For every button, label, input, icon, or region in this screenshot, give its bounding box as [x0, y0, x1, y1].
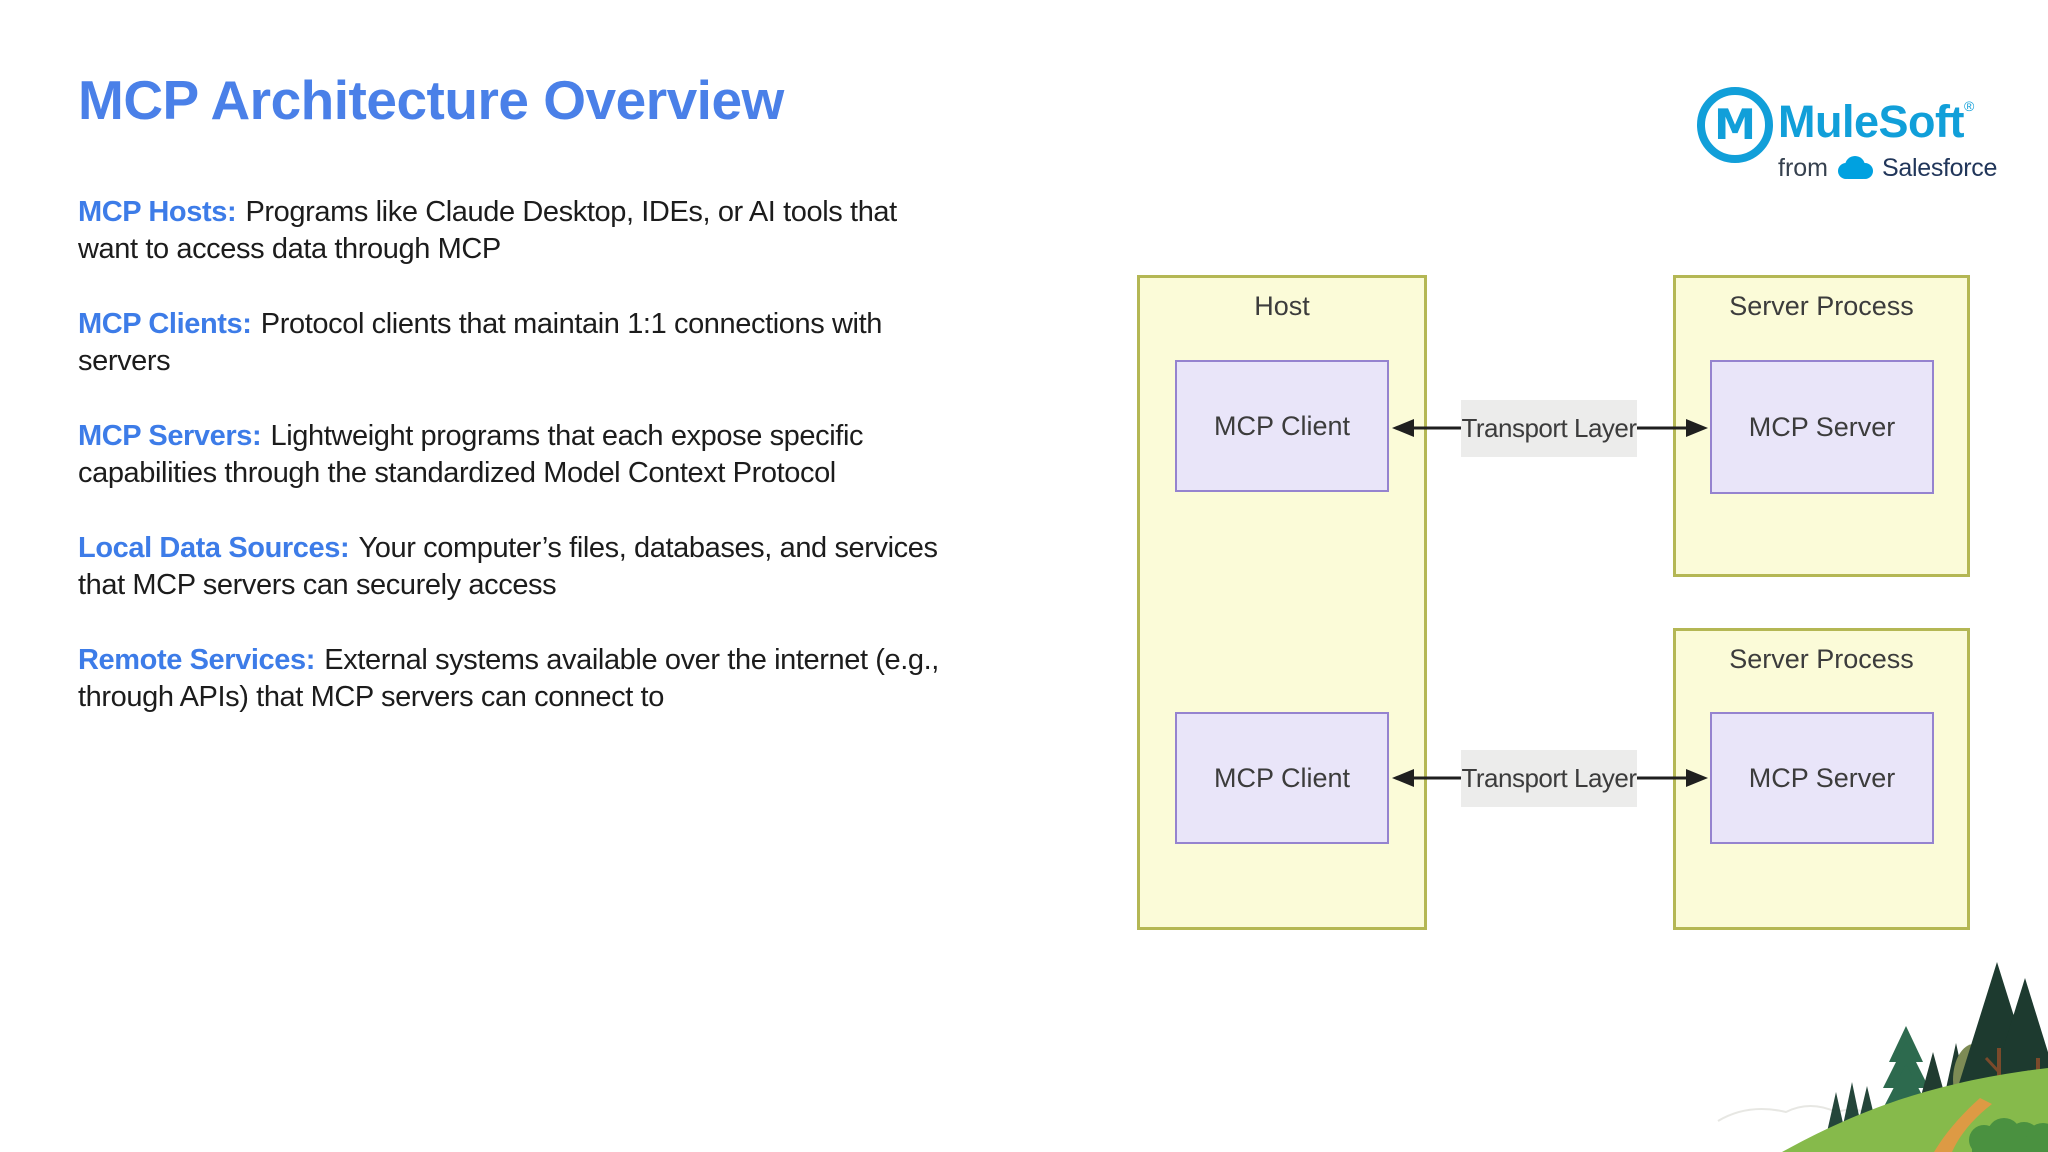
trail-path	[1934, 1098, 1992, 1152]
salesforce-cloud-icon	[1838, 155, 1873, 179]
term-description: Programs like Claude Desktop, IDEs, or A…	[78, 196, 897, 265]
transport-layer-label-2: Transport Layer	[1461, 750, 1637, 807]
mulesoft-monogram-icon: M	[1697, 87, 1773, 163]
bushes	[1969, 1118, 2048, 1152]
term-paragraph-hosts: MCP Hosts:Programs like Claude Desktop, …	[78, 194, 963, 268]
mcp-server-node-2: MCP Server	[1710, 712, 1934, 844]
term-description: Your computer’s files, databases, and se…	[78, 532, 938, 601]
term-label: MCP Servers:	[78, 420, 262, 452]
transport-layer-label-1: Transport Layer	[1461, 400, 1637, 457]
term-paragraph-local-data: Local Data Sources:Your computer’s files…	[78, 530, 963, 604]
brand-name: MuleSoft	[1778, 96, 1964, 147]
mcp-client-node-1: MCP Client	[1175, 360, 1389, 492]
svg-text:M: M	[1714, 100, 1756, 149]
term-description: Protocol clients that maintain 1:1 conne…	[78, 308, 882, 377]
term-description: Lightweight programs that each expose sp…	[78, 420, 864, 489]
mcp-server-node-1: MCP Server	[1710, 360, 1934, 494]
mulesoft-wordmark: MuleSoft®	[1778, 96, 1974, 148]
term-paragraph-remote-services: Remote Services:External systems availab…	[78, 642, 963, 716]
tagline-brand: Salesforce	[1882, 154, 1998, 182]
term-paragraph-clients: MCP Clients:Protocol clients that mainta…	[78, 306, 963, 380]
mcp-client-node-2: MCP Client	[1175, 712, 1389, 844]
host-label: Host	[1254, 291, 1310, 321]
definitions-list: MCP Hosts:Programs like Claude Desktop, …	[78, 194, 963, 754]
forest-illustration	[1717, 962, 2048, 1152]
server-process-label: Server Process	[1729, 291, 1914, 321]
term-label: MCP Clients:	[78, 308, 252, 340]
term-label: Local Data Sources:	[78, 532, 350, 564]
mulesoft-logo: M MuleSoft® from Salesforce	[1696, 82, 2006, 192]
salesforce-tagline: from Salesforce	[1778, 154, 2006, 183]
server-process-label: Server Process	[1729, 644, 1914, 674]
term-paragraph-servers: MCP Servers:Lightweight programs that ea…	[78, 418, 963, 492]
term-description: External systems available over the inte…	[78, 644, 939, 713]
term-label: Remote Services:	[78, 644, 315, 676]
term-label: MCP Hosts:	[78, 196, 237, 228]
page-title: MCP Architecture Overview	[78, 69, 784, 131]
registered-mark: ®	[1963, 98, 1974, 114]
tagline-prefix: from	[1778, 154, 1828, 182]
